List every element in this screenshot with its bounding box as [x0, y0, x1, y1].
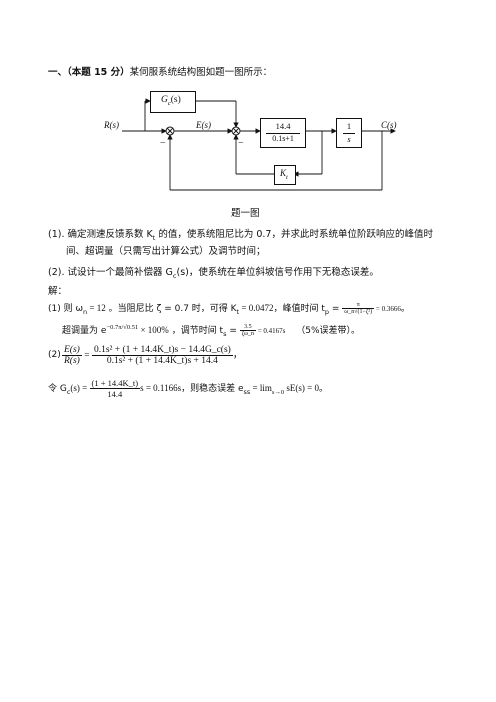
figure-caption: 题一图	[231, 208, 260, 219]
kt-subscript: t	[286, 173, 288, 181]
s1-ts-value: = 0.4167s	[255, 327, 286, 335]
q1-number: (1).	[48, 229, 65, 240]
problem-prefix: 一、	[48, 67, 68, 78]
q2-subscript: c	[172, 271, 177, 280]
s1-number: (1)	[48, 304, 61, 314]
q2-number: (2).	[48, 267, 65, 278]
s2-end: ，	[232, 349, 243, 361]
q2-text-a: 试设计一个最简补偿器 G	[67, 267, 173, 278]
s1-ts-sub: s	[223, 329, 227, 338]
s1-tp-equals: =	[329, 304, 343, 314]
s3-lim-sub: s→0	[271, 388, 285, 396]
q1-subscript: t	[152, 233, 156, 242]
s3-result: sE(s) = 0	[284, 383, 319, 393]
plant-block: 14.4 0.1s+1	[260, 118, 306, 148]
error-label: E(s)	[196, 120, 211, 130]
question-1: (1). 确定测速反馈系数 Kt 的值，使系统阻尼比为 0.7，并求此时系统单位…	[48, 226, 433, 242]
minus-sign-outer: −	[160, 138, 166, 149]
s3-text: 令 G	[48, 384, 67, 394]
s3-end: 。	[318, 384, 328, 394]
plant-numerator: 14.4	[275, 121, 291, 131]
s2-number: (2)	[48, 350, 61, 360]
solution-step-1: (1) 则 ωn = 12 。当阻尼比 ζ = 0.7 时，可得 Kt = 0.…	[48, 301, 410, 316]
q1-text-b: 的值，使系统阻尼比为 0.7，并求此时系统单位阶跃响应的峰值时	[155, 229, 433, 240]
s3-ess-sub: ss	[243, 387, 251, 396]
s1-wn-value: = 12	[87, 303, 106, 313]
s1-tp-value: = 0.3666	[374, 305, 401, 313]
s1-wn-text: 则 ω	[63, 304, 84, 314]
gc-symbol: G	[161, 95, 168, 105]
s1-wn-sub: n	[83, 307, 88, 316]
s1-os-exponent: −0.7π/√0.51	[106, 324, 139, 331]
solution-step-2: (2)	[48, 350, 61, 360]
s1-ts-den: ζω_n	[241, 331, 254, 337]
s1-kt-sub: t	[236, 307, 240, 316]
s3-value: s = 0.1166s	[140, 383, 182, 393]
minus-sign-inner: −	[238, 138, 244, 149]
s3-frac-num: (1 + 14.4K_t)	[89, 378, 141, 389]
tacho-feedback-block: Kt	[274, 165, 296, 185]
q1-text-c: 间、超调量（只需写出计算公式）及调节时间；	[66, 246, 266, 257]
s1-ts-num: 3.5	[239, 324, 256, 331]
s3-lim: = lim	[250, 383, 272, 393]
kt-symbol: K	[280, 168, 287, 178]
integrator-numerator: 1	[346, 121, 352, 131]
problem-header: 一、（本题 15 分）某伺服系统结构图如题一图所示：	[48, 64, 272, 78]
integrator-block: 1 s	[336, 118, 362, 148]
s1-tp-den: ω_n√(1−ζ²)	[344, 309, 373, 315]
question-2: (2). 试设计一个最简补偿器 Gc(s)，使系统在单位斜坡信号作用下无稳态误差…	[48, 264, 379, 280]
integrator-fraction-bar	[343, 133, 355, 134]
s1-ts-text: ，调节时间 t	[171, 326, 224, 336]
s2-lhs-den: R(s)	[64, 356, 80, 366]
error-transfer-equation: E(s)R(s) = 0.1s² + (1 + 14.4K_t)s − 14.4…	[62, 345, 243, 366]
q2-text-b: (s)，使系统在单位斜坡信号作用下无稳态误差。	[176, 267, 379, 278]
s1-tp-text: ，峰值时间 t	[273, 304, 325, 314]
s2-rhs-den: 0.1s² + (1 + 14.4K_t)s + 14.4	[106, 356, 218, 366]
q1-text-a: 确定测速反馈系数 K	[67, 229, 153, 240]
problem-points: （本题 15 分）	[67, 67, 130, 78]
compensator-block: Gc(s)	[150, 91, 196, 113]
plant-fraction-bar	[266, 133, 300, 134]
output-label: C(s)	[381, 120, 397, 130]
gc-argument: (s)	[170, 95, 181, 105]
s1-tp-sub: p	[324, 307, 329, 316]
solution-label: 解：	[48, 286, 68, 297]
plant-denominator: 0.1s+1	[272, 134, 294, 143]
s1-kt-value: = 0.0472	[239, 303, 274, 313]
integrator-denominator: s	[347, 134, 351, 144]
s2-lhs-fraction: E(s)R(s)	[62, 345, 82, 366]
s1-os-percent: × 100%	[138, 325, 169, 335]
s2-rhs-num: 0.1s² + (1 + 14.4K_t)s − 14.4G_c(s)	[91, 345, 233, 356]
input-label: R(s)	[104, 120, 119, 130]
s3-gc-arg: (s) =	[70, 383, 90, 393]
s3-ess-text: ，则稳态误差 e	[181, 384, 244, 394]
s3-gc-sub: c	[66, 387, 71, 396]
s1-ts-note: （5%误差带）。	[296, 326, 361, 336]
s3-fraction: (1 + 14.4K_t)14.4	[89, 378, 141, 399]
s1-end: 。	[400, 304, 410, 314]
s1-kt-text: 。当阻尼比 ζ = 0.7 时，可得 K	[108, 304, 237, 314]
s2-lhs-num: E(s)	[62, 345, 82, 356]
s1-os-text: 超调量为 e	[62, 326, 107, 336]
s2-rhs-fraction: 0.1s² + (1 + 14.4K_t)s − 14.4G_c(s)0.1s²…	[91, 345, 233, 366]
gc-subscript: c	[167, 99, 171, 107]
s3-frac-den: 14.4	[107, 389, 123, 399]
problem-intro: 某伺服系统结构图如题一图所示：	[129, 67, 273, 78]
s1-tp-num: π	[342, 302, 375, 309]
